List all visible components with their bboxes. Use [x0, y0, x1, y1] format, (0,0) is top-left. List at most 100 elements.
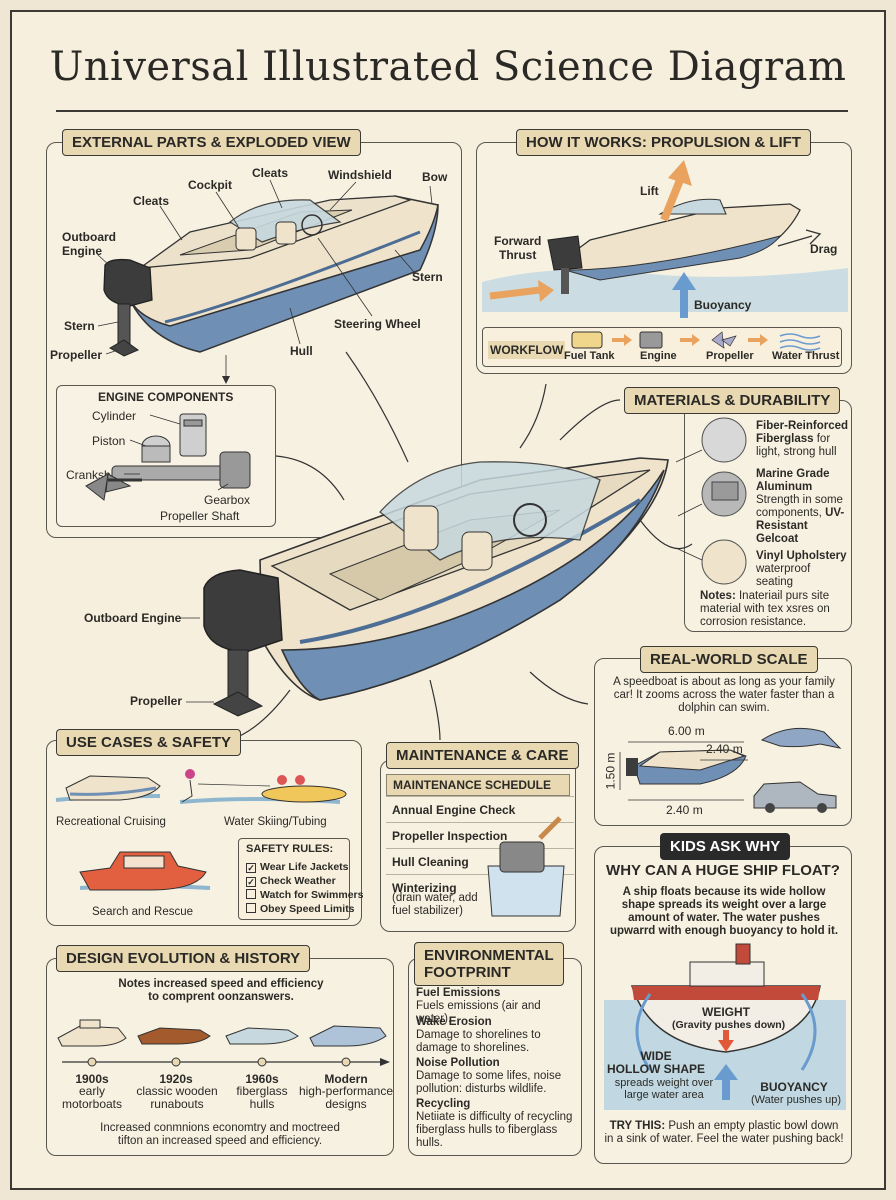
use-search-rescue: Search and Rescue	[92, 906, 194, 918]
label-outboard-engine-center: Outboard Engine	[84, 611, 182, 625]
materials-notes: Notes: Inateriail purs site material wit…	[700, 590, 850, 629]
env-recycling-text: Netiiate is difficulty of recycling fibe…	[416, 1111, 573, 1149]
use-water-skiing: Water Skiing/Tubing	[224, 816, 327, 828]
maintenance-schedule-label: MAINTENANCE SCHEDULE	[386, 774, 570, 796]
label-drag: Drag	[810, 242, 838, 256]
label-cockpit: Cockpit	[188, 178, 233, 192]
label-cleats-top: Cleats	[252, 166, 289, 180]
era-1900s-year: 1900s	[75, 1072, 109, 1086]
use-cases-panel	[46, 740, 362, 926]
how-it-works-heading: HOW IT WORKS: PROPULSION & LIFT	[516, 129, 811, 156]
material-fiberglass-title: Fiber-Reinforced Fiberglass	[756, 420, 849, 445]
maint-item-winterizing: Winterizing	[386, 874, 574, 901]
material-aluminum-text: Strength in some components,	[756, 494, 843, 519]
scale-length: 6.00 m	[668, 724, 705, 738]
safety-rule-3: Watch for Swimmers	[246, 889, 363, 902]
safety-rules-title: SAFETY RULES:	[246, 843, 334, 855]
kids-buoyancy: BUOYANCY	[760, 1080, 828, 1094]
label-stern-left: Stern	[64, 319, 95, 333]
safety-rule-1: ✓ Wear Life Jackets	[246, 861, 349, 874]
label-outboard-engine: Outboard Engine	[62, 230, 116, 258]
history-panel	[46, 958, 394, 1156]
material-vinyl-text: waterproof seating	[756, 563, 811, 588]
label-gearbox: Gearbox	[204, 493, 251, 507]
maint-item-hull: Hull Cleaning	[386, 848, 574, 875]
external-parts-heading: EXTERNAL PARTS & EXPLODED VIEW	[62, 129, 361, 156]
use-cases-heading: USE CASES & SAFETY	[56, 729, 242, 756]
page-title: Universal Illustrated Science Diagram	[49, 44, 847, 90]
safety-rule-2-text: Check Weather	[260, 875, 336, 887]
era-1960s-desc: fiberglass hulls	[236, 1084, 288, 1111]
kids-question: WHY CAN A HUGE SHIP FLOAT?	[606, 862, 840, 879]
use-recreational-cruising: Recreational Cruising	[56, 816, 166, 828]
safety-rules-box	[238, 838, 350, 920]
history-note: Notes increased speed and efficiency to …	[118, 978, 324, 1003]
workflow-step-propeller: Propeller	[706, 350, 754, 362]
safety-rule-3-text: Watch for Swimmers	[260, 889, 364, 901]
material-aluminum: Marine Grade Aluminum Strength in some c…	[756, 468, 850, 546]
era-modern-desc: high-performance designs	[298, 1084, 394, 1111]
kids-weight: WEIGHT	[702, 1005, 750, 1019]
safety-checkbox-2[interactable]: ✓	[246, 877, 256, 887]
kids-hollow: WIDE HOLLOW SHAPE	[607, 1049, 705, 1076]
title-rule	[56, 110, 848, 112]
label-cleats-left: Cleats	[133, 194, 170, 208]
material-vinyl: Vinyl Upholstery waterproof seating	[756, 550, 850, 589]
kids-try-text: Push an empty plastic bowl down in a sin…	[604, 1120, 844, 1145]
kids-hollow-sub: spreads weight over large water area	[614, 1077, 714, 1101]
env-noise-title: Noise Pollution	[416, 1057, 500, 1069]
materials-notes-label: Notes:	[700, 590, 736, 602]
safety-checkbox-4[interactable]	[246, 903, 256, 913]
label-propeller-shaft: Propeller Shaft	[160, 509, 240, 523]
env-recycling-title: Recycling	[416, 1098, 471, 1110]
label-steering-wheel: Steering Wheel	[334, 317, 421, 331]
material-fiberglass-text: for light, strong hull	[756, 433, 837, 458]
safety-rule-1-text: Wear Life Jackets	[260, 861, 349, 873]
materials-notes-text: Inateriail purs site material with tex x…	[700, 590, 830, 628]
environment-heading: ENVIRONMENTAL FOOTPRINT	[414, 942, 564, 986]
label-windshield: Windshield	[328, 168, 392, 182]
kids-buoyancy-sub: (Water pushes up)	[750, 1094, 842, 1106]
workflow-step-engine: Engine	[640, 350, 677, 362]
env-item-noise: Noise Pollution Damage to some lifes, no…	[416, 1057, 578, 1096]
kids-ask-why-badge: KIDS ASK WHY	[660, 833, 791, 860]
maint-item-engine: Annual Engine Check	[386, 796, 574, 823]
material-vinyl-title: Vinyl Upholstery	[756, 550, 847, 562]
label-hull: Hull	[290, 344, 313, 358]
material-aluminum-title: Marine Grade Aluminum	[756, 468, 830, 493]
scale-car: 2.40 m	[666, 803, 703, 817]
materials-heading: MATERIALS & DURABILITY	[624, 387, 841, 414]
era-1920s-desc: classic wooden runabouts	[136, 1084, 218, 1111]
safety-checkbox-3[interactable]	[246, 889, 256, 899]
era-1920s-year: 1920s	[159, 1072, 193, 1086]
era-modern-year: Modern	[324, 1072, 368, 1086]
label-propeller-top: Propeller	[50, 348, 103, 362]
label-buoyancy-how: Buoyancy	[694, 298, 752, 312]
era-1960s-year: 1960s	[245, 1072, 279, 1086]
engine-components-heading: ENGINE COMPONENTS	[98, 390, 234, 404]
env-erosion-text: Damage to shorelines to damage to shorel…	[416, 1029, 541, 1054]
history-footer: Increased conmnions economtry and moctre…	[100, 1122, 340, 1147]
top-boat	[103, 195, 439, 357]
material-gelcoat-title: UV-Resistant Gelcoat	[756, 507, 845, 545]
material-fiberglass: Fiber-Reinforced Fiberglass for light, s…	[756, 420, 850, 459]
safety-rule-2: ✓ Check Weather	[246, 875, 336, 888]
env-emissions-text: Fuels emissions (air and water).	[416, 1000, 541, 1025]
workflow-label: WORKFLOW	[488, 341, 566, 359]
safety-checkbox-1[interactable]: ✓	[246, 863, 256, 873]
workflow-step-fuel-tank: Fuel Tank	[564, 350, 615, 362]
scale-text: A speedboat is about as long as your fam…	[613, 676, 835, 714]
env-emissions-title: Fuel Emissions	[416, 987, 501, 999]
maintenance-heading: MAINTENANCE & CARE	[386, 742, 579, 769]
safety-rule-4: Obey Speed Limits	[246, 903, 355, 916]
